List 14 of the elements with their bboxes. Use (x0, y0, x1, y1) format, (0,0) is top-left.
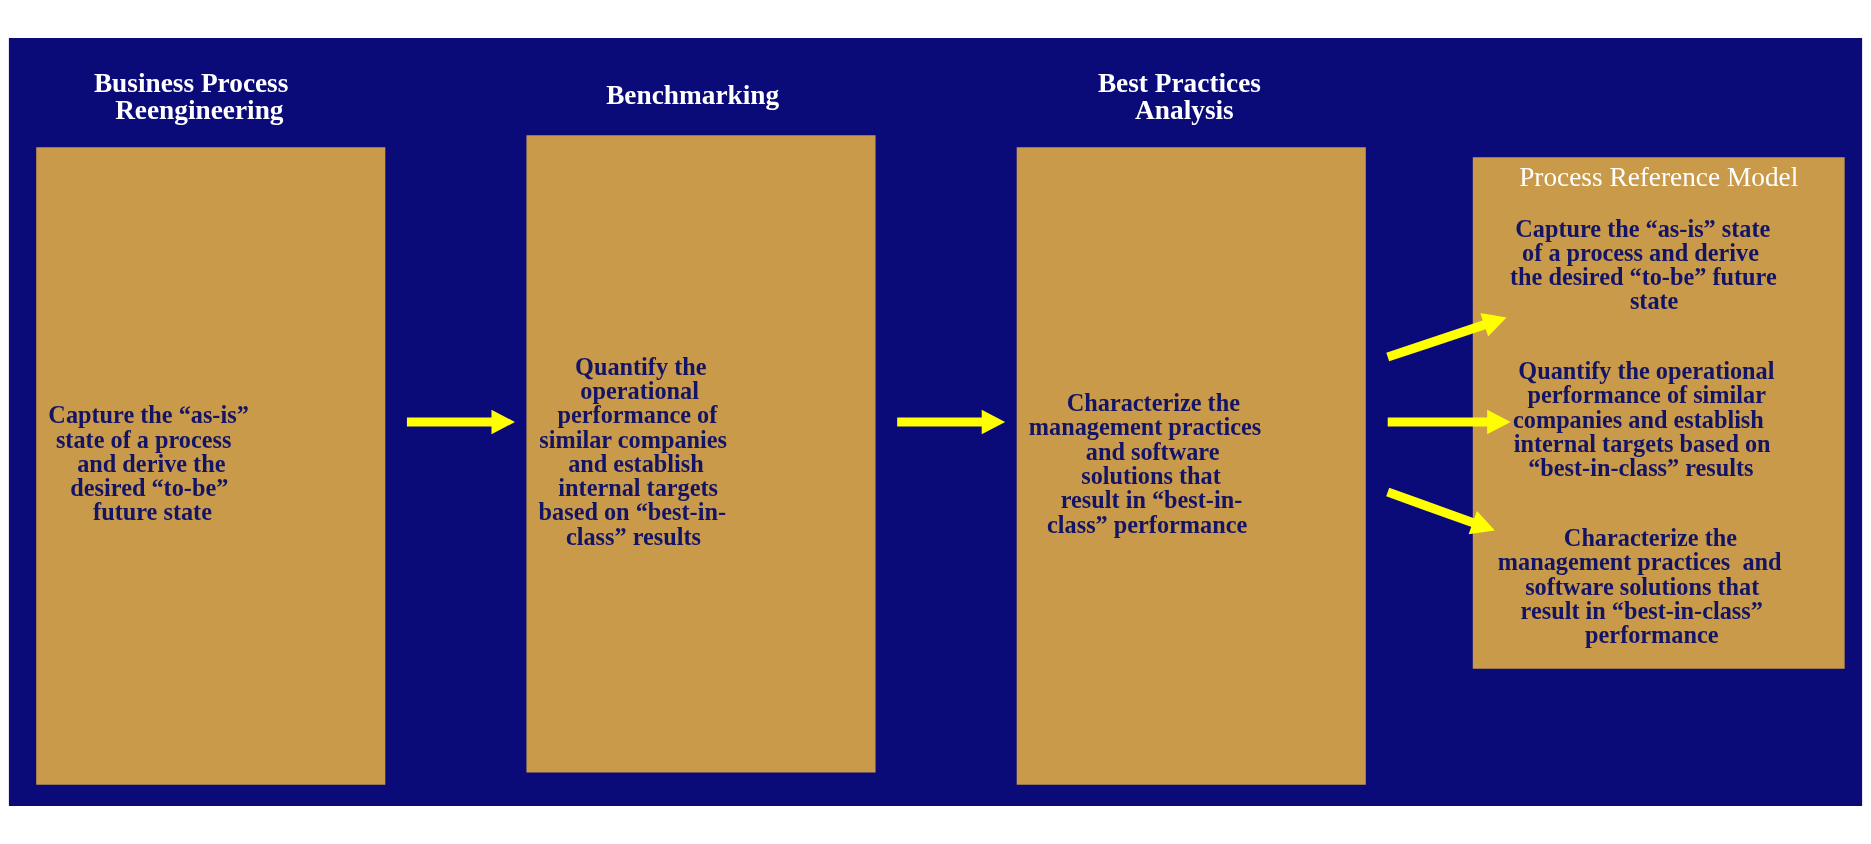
node-label: Best Practices Analysis (1097, 67, 1261, 126)
arrow (1387, 409, 1511, 435)
arrow (897, 409, 1006, 435)
arrow (406, 409, 515, 435)
node-box: Characterize the management practices and software solutions that result in “best-in-class” performance (1016, 147, 1366, 785)
node-text: Quantify the operational performance of similar companies and establish internal targets based on “best-in-class” results (1513, 357, 1775, 482)
node-box: Quantify the operational performance of similar companies and establish internal targets based on “best-in-class” results (526, 135, 876, 773)
arrow (1386, 313, 1507, 362)
node-box: Capture the “as-is” state of a process and derive the desired “to-be” future state (36, 147, 386, 785)
node-label: Business Process Reengineering (93, 67, 289, 126)
node-text: Capture the “as-is” state of a process and derive the desired “to-be” future state (1509, 214, 1777, 315)
arrow (1386, 487, 1495, 535)
node-label: Benchmarking (606, 79, 780, 110)
node-text: Characterize the management practices and software solutions that result in “best-in-class” performance (1497, 524, 1782, 649)
